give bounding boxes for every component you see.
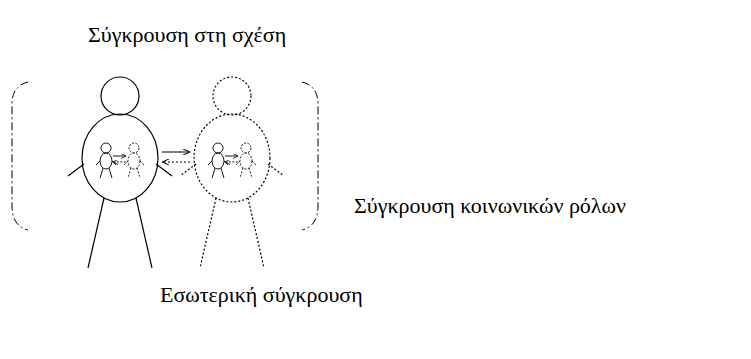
inner-persons-right (208, 143, 256, 178)
left-bracket (12, 82, 28, 230)
role-conflict-label: Σύγκρουση κοινωνικών ρόλων (354, 193, 626, 219)
relation-arrow (162, 152, 190, 153)
right-bracket (302, 82, 318, 230)
dotted-person (180, 77, 284, 268)
inner-conflict-label: Εσωτερική σύγκρουση (160, 282, 363, 308)
solid-person (68, 77, 172, 268)
relation-conflict-label: Σύγκρουση στη σχέση (88, 22, 286, 48)
relation-arrow (162, 162, 190, 163)
inner-persons-left (96, 143, 144, 178)
